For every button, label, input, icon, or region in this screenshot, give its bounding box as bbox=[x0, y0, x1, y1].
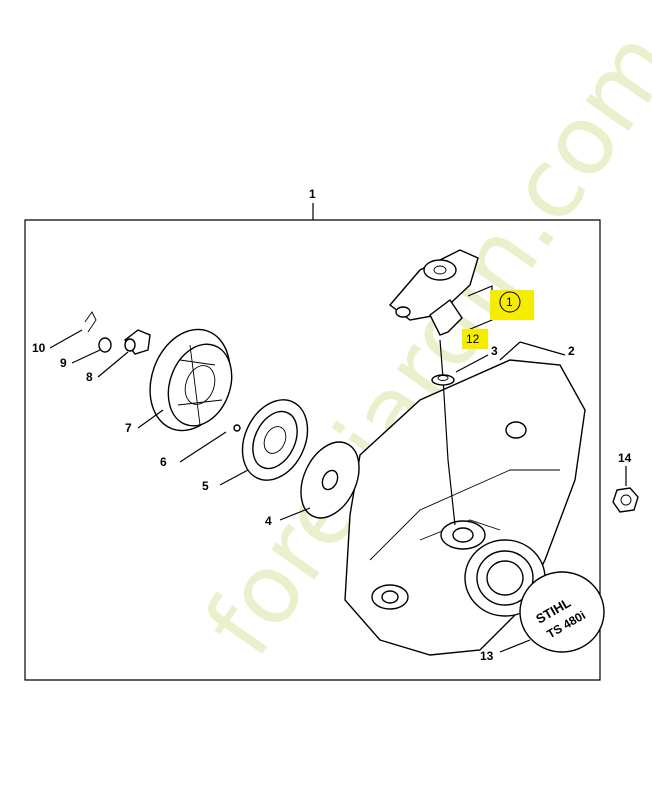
callout-7: 7 bbox=[125, 421, 132, 435]
starter-grip bbox=[388, 249, 479, 336]
callout-3: 3 bbox=[491, 344, 498, 358]
leader-2b bbox=[499, 341, 521, 361]
callout-6: 6 bbox=[160, 455, 167, 469]
highlight-12 bbox=[462, 329, 488, 349]
callout-4: 4 bbox=[265, 514, 272, 528]
callout-2: 2 bbox=[568, 344, 575, 358]
callout-14: 14 bbox=[618, 451, 632, 465]
highlight-1 bbox=[490, 290, 534, 320]
leader-7 bbox=[137, 409, 164, 429]
callout-5: 5 bbox=[202, 479, 209, 493]
leader-3 bbox=[455, 354, 489, 373]
highlight-label-12: 12 bbox=[466, 332, 480, 346]
rewind-spring bbox=[233, 399, 309, 481]
callout-13: 13 bbox=[480, 649, 494, 663]
callout-10: 10 bbox=[32, 341, 46, 355]
highlight-label-1: 1 bbox=[506, 295, 513, 309]
callout-circle-1 bbox=[499, 291, 521, 313]
leader-6 bbox=[179, 431, 227, 463]
washer bbox=[300, 441, 360, 519]
stihl-badge: STIHL TS 480i bbox=[519, 571, 605, 653]
leader-4 bbox=[279, 507, 311, 521]
leader-5 bbox=[219, 469, 249, 486]
spring-clip bbox=[84, 311, 97, 333]
callout-8: 8 bbox=[86, 370, 93, 384]
rope-guide-3 bbox=[431, 374, 455, 386]
callout-1: 1 bbox=[309, 187, 316, 201]
hex-nut bbox=[612, 487, 639, 513]
pawl bbox=[124, 329, 151, 355]
leader-8 bbox=[97, 351, 129, 378]
assembly-frame bbox=[24, 219, 601, 681]
leader-10 bbox=[49, 329, 83, 349]
leader-13 bbox=[499, 639, 531, 653]
washer-9 bbox=[98, 337, 112, 353]
callout-9: 9 bbox=[60, 356, 67, 370]
leader-9 bbox=[71, 349, 101, 364]
rope-rotor bbox=[149, 328, 233, 432]
starter-rope bbox=[439, 339, 456, 526]
leader-2 bbox=[519, 341, 566, 356]
